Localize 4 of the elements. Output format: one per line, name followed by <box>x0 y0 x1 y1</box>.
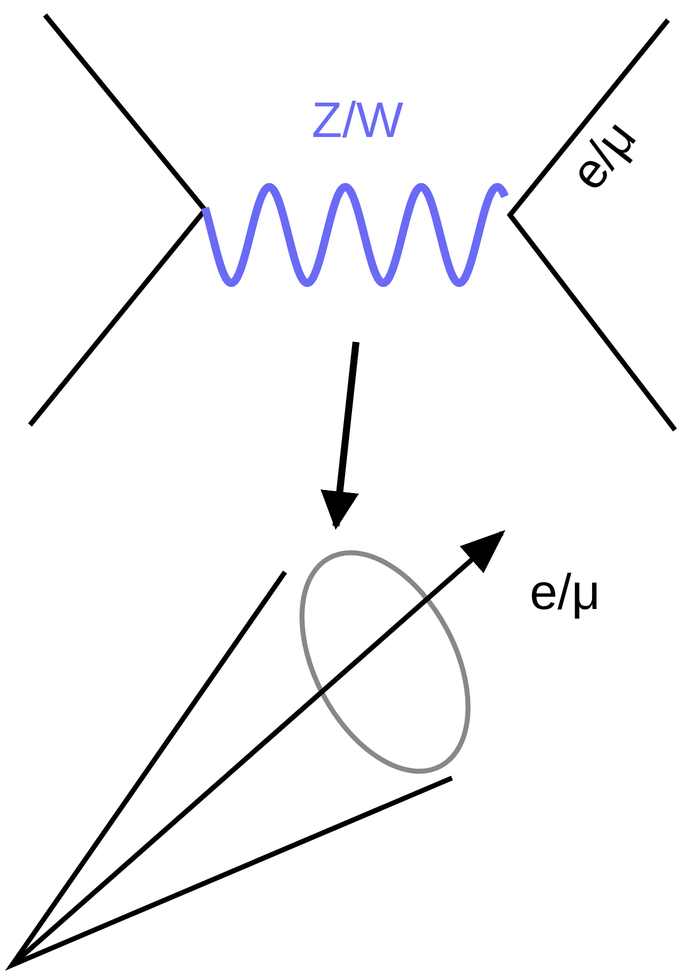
particle-label: e/μ <box>562 112 644 198</box>
arrow <box>320 342 360 530</box>
boson-label: Z/W <box>310 95 404 145</box>
particle-label: e/μ <box>530 567 600 617</box>
